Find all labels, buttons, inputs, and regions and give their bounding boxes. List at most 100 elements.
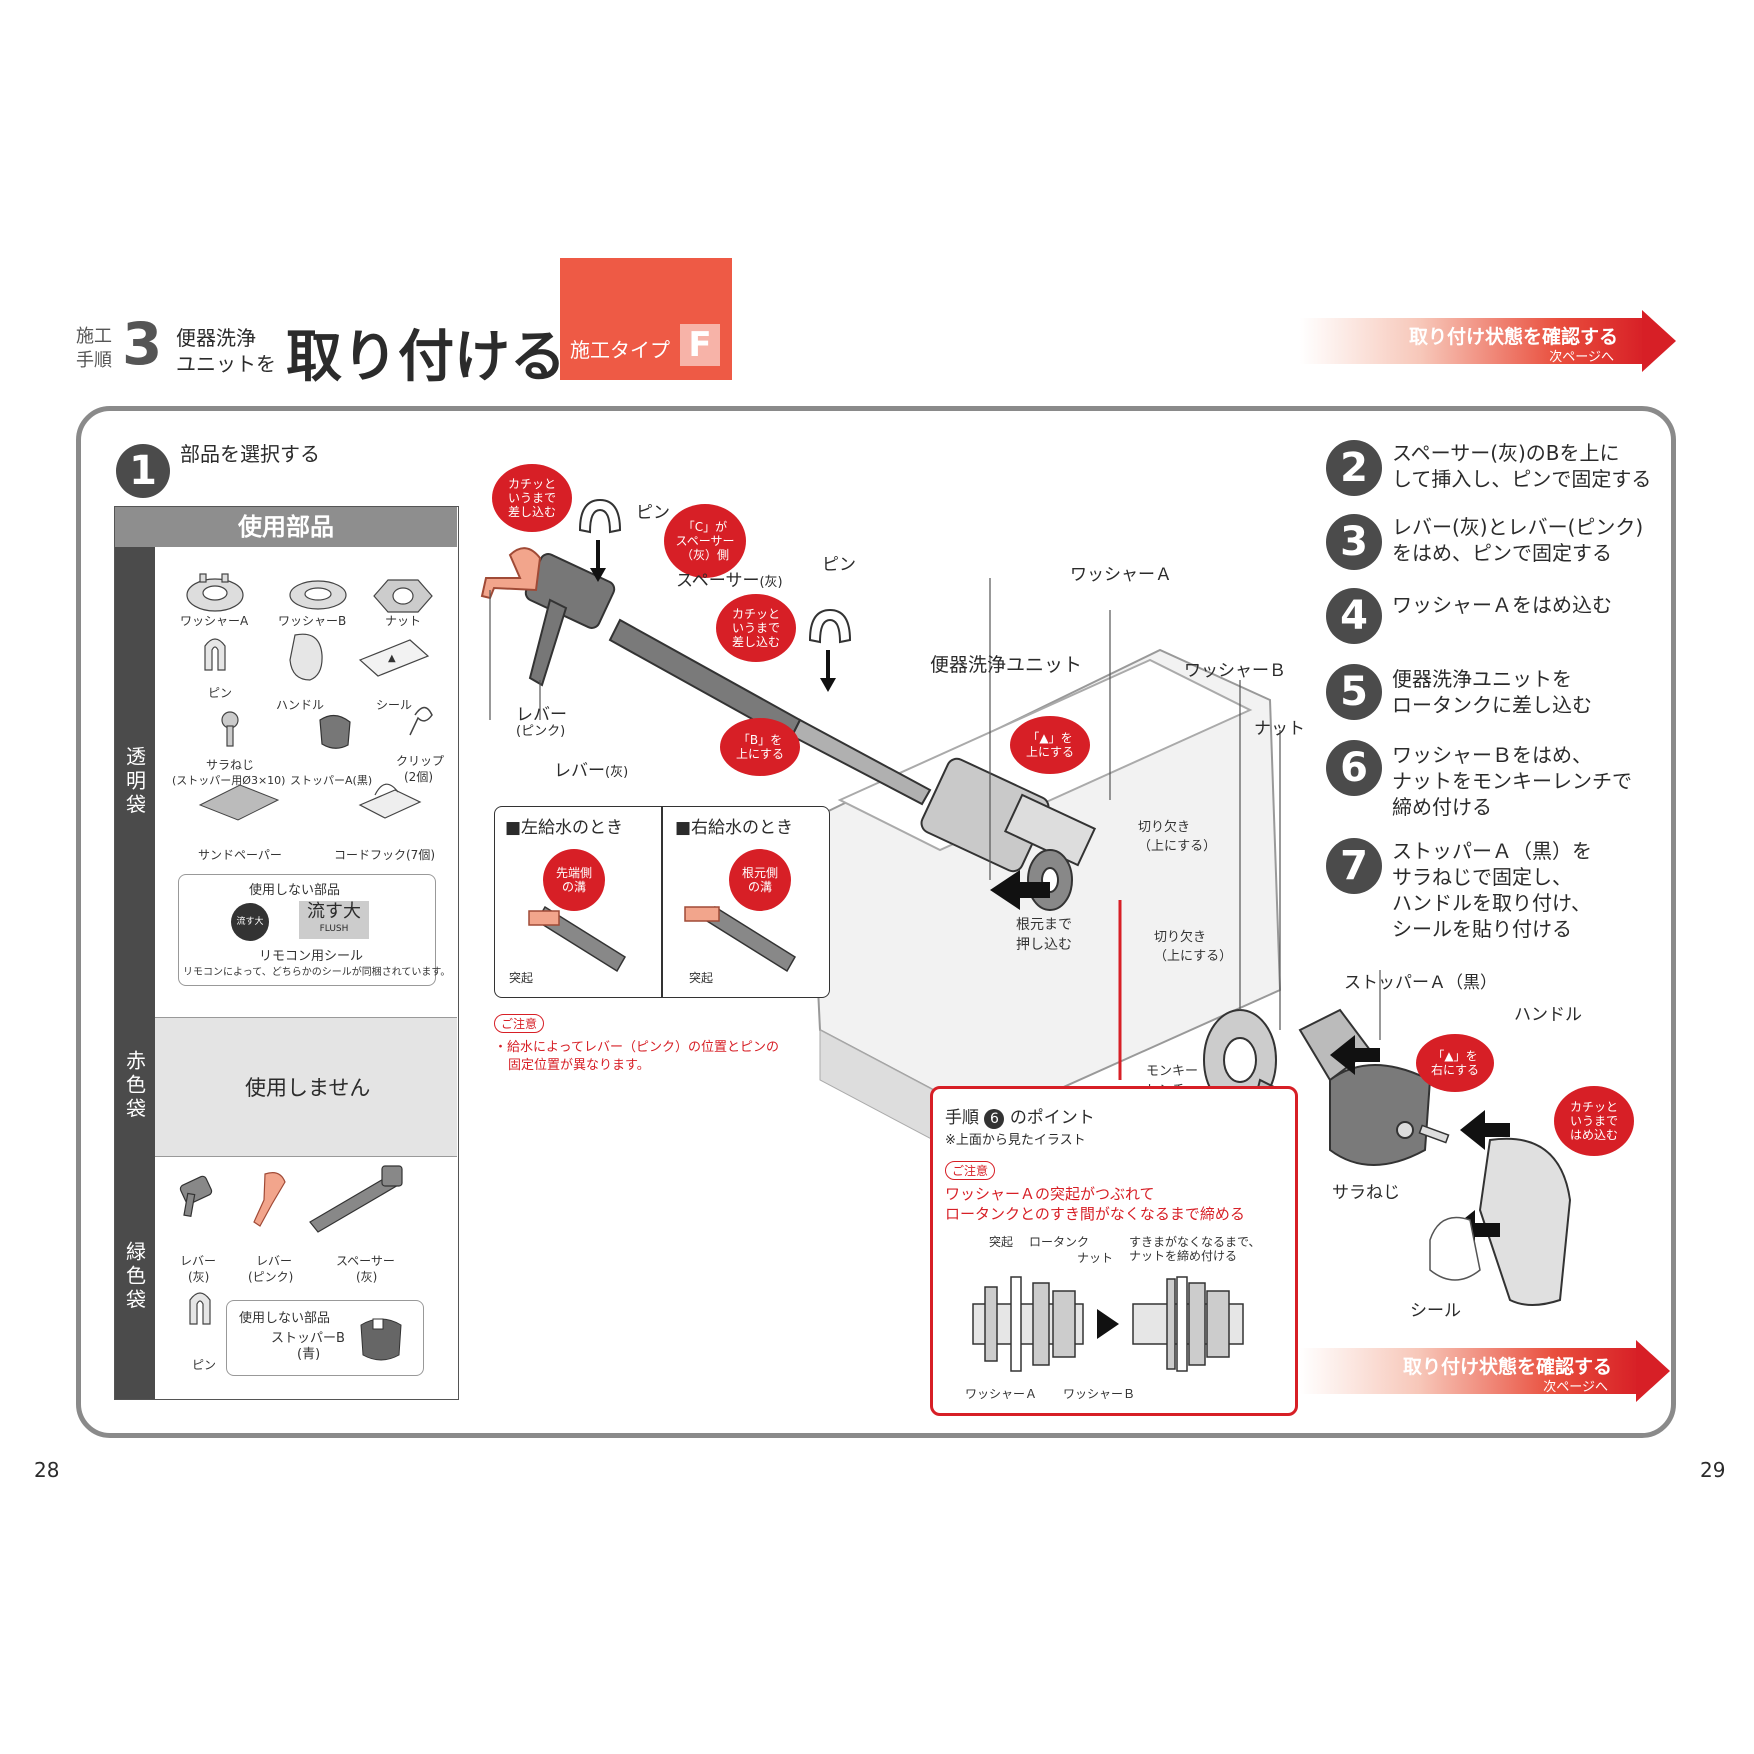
remote-seal-badge-rect: 流す大 FLUSH <box>299 901 369 939</box>
next-page-banner-bottom[interactable]: 取り付け状態を確認する 次ページへ <box>1300 1340 1670 1402</box>
green-label-spacer-sub: (灰) <box>356 1270 378 1284</box>
point-title-num: 6 <box>984 1109 1005 1129</box>
point-lbl-tank: ロータンク <box>1029 1235 1090 1249</box>
bubble-triangle-right: 「▲」を右にする <box>1416 1034 1494 1092</box>
lever-pink <box>480 547 542 600</box>
page-number-left: 28 <box>34 1458 60 1482</box>
pin-green-icon <box>189 1292 211 1325</box>
green-label-lever-pink: レバー <box>256 1254 293 1268</box>
bubble-b-up: 「B」を上にする <box>720 718 800 776</box>
point-note: ※上面から見たイラスト <box>945 1133 1086 1148</box>
lever-gray-icon <box>179 1175 213 1218</box>
point-lbl-tight-2: ナットを締め付ける <box>1129 1249 1238 1263</box>
label-push-to-base: 根元まで押し込む <box>1016 917 1072 953</box>
bubble-click-fit: カチッというまではめ込む <box>1554 1086 1634 1156</box>
step-6-text: ワッシャーＢをはめ、ナットをモンキーレンチで締め付ける <box>1392 743 1632 819</box>
step-7-text: ストッパーＡ（黒）をサラねじで固定し、ハンドルを取り付け、シールを貼り付ける <box>1392 839 1592 941</box>
pin-icon <box>204 638 226 671</box>
lever-pink-icon <box>253 1172 286 1227</box>
bubble-tip-groove: 先端側の溝 <box>543 849 605 911</box>
part-label-washer-a: ワッシャーA <box>180 614 249 628</box>
banner-sub: 次ページへ <box>1549 350 1614 365</box>
label-washer-a: ワッシャーＡ <box>1070 565 1172 585</box>
step-label-1: 施工 <box>76 326 112 347</box>
step-1-text: 部品を選択する <box>180 442 320 466</box>
remote-seal-note: リモコンによって、どちらかのシールが同梱されています。 <box>183 967 451 978</box>
stopper-b-icon <box>360 1318 402 1361</box>
cord-hook-icon <box>358 783 422 819</box>
construction-type-badge: 施工タイプ F <box>560 258 732 380</box>
badge-round-text: 流す大 <box>236 917 264 927</box>
point-lbl-washer-a: ワッシャーＡ <box>965 1387 1038 1401</box>
label-spacer: スペーサー(灰) <box>676 571 783 591</box>
green-label-lever-pink-sub: (ピンク) <box>248 1270 294 1284</box>
supply-illustrations <box>528 905 797 973</box>
part-label-screw-sub: (ストッパー用Ø3×10) <box>172 774 286 787</box>
seal <box>1429 1216 1481 1281</box>
handle-arrow <box>1460 1110 1510 1150</box>
label-lever-pink: レバー <box>516 705 567 725</box>
screw <box>1418 1124 1450 1144</box>
screw-icon <box>221 711 239 747</box>
protrusion-right: 突起 <box>689 971 714 985</box>
stopper-arrow <box>1330 1035 1380 1075</box>
caution-text-2: 固定位置が異なります。 <box>508 1058 650 1073</box>
washer-b-icon <box>289 580 347 610</box>
seal-icon: ▲ <box>358 639 430 677</box>
unused-title: 使用しない部品 <box>249 883 341 898</box>
label-toilet-unit: 便器洗浄ユニット <box>930 654 1083 676</box>
pin-top <box>578 498 622 534</box>
label-handle: ハンドル <box>1514 1005 1582 1025</box>
point-caution-1: ワッシャーＡの突起がつぶれて <box>945 1185 1155 1203</box>
bubble-triangle-up: 「▲」を上にする <box>1010 716 1090 774</box>
part-label-handle: ハンドル <box>276 698 325 712</box>
part-label-nut: ナット <box>385 614 422 628</box>
green-label-spacer: スペーサー <box>336 1254 395 1268</box>
green-unused-item: ストッパーB <box>271 1331 345 1346</box>
label-lever-pink-sub: (ピンク) <box>516 724 566 739</box>
right-supply-title: ■右給水のとき <box>675 818 794 838</box>
step-3-number: 3 <box>1326 514 1382 570</box>
part-label-seal: シール <box>376 698 413 712</box>
point-cross-section <box>972 1276 1244 1372</box>
step-4-text: ワッシャーＡをはめ込む <box>1392 593 1612 617</box>
label-pin-1: ピン <box>636 503 670 523</box>
label-washer-b: ワッシャーＢ <box>1184 661 1286 681</box>
stopper-a-icon <box>319 714 351 749</box>
step-number: 3 <box>122 310 163 378</box>
sandpaper-icon <box>198 784 280 821</box>
green-label-lever-gray: レバー <box>180 1254 217 1268</box>
remote-seal-caption: リモコン用シール <box>259 949 364 964</box>
clear-bag-illustrations: ▲ <box>186 573 433 821</box>
spacer-icon <box>309 1165 403 1233</box>
green-label-pin: ピン <box>192 1358 217 1372</box>
remote-seal-badge-round: 流す大 <box>231 903 269 941</box>
clear-bag-unused-box: 使用しない部品 流す大 流す大 FLUSH リモコン用シール リモコンによって、… <box>178 874 450 986</box>
green-bag-illustrations <box>179 1165 403 1325</box>
caution-text-1: ・給水によってレバー（ピンク）の位置とピンの <box>494 1040 779 1055</box>
header: 施工 手順 3 便器洗浄 ユニットを 取り付ける <box>76 310 776 390</box>
bubble-c-side: 「C」がスペーサー（灰）側 <box>664 504 746 578</box>
point-lbl-protrusion: 突起 <box>989 1235 1014 1249</box>
red-bag-row <box>155 1017 457 1157</box>
svg-text:▲: ▲ <box>388 653 396 664</box>
badge-rect-sub: FLUSH <box>319 924 349 934</box>
clip-icon <box>409 706 433 736</box>
point-caution-tag: ご注意 <box>945 1161 996 1180</box>
caution-tag-left: ご注意 <box>494 1014 545 1033</box>
part-label-cord-hook: コードフック(7個) <box>334 848 435 862</box>
point-caution-2: ロータンクとのすき間がなくなるまで締める <box>945 1205 1245 1223</box>
bubble-click-insert-2: カチッというまで差し込む <box>716 594 796 662</box>
step-2-text: スペーサー(灰)のBを上にして挿入し、ピンで固定する <box>1392 441 1652 491</box>
content-frame <box>76 406 1676 1438</box>
handle-icon <box>289 633 323 681</box>
part-label-washer-b: ワッシャーB <box>278 614 347 628</box>
next-page-banner-top[interactable]: 取り付け状態を確認する 次ページへ <box>1300 310 1676 372</box>
step-6-number: 6 <box>1326 740 1382 796</box>
label-notch-2: 切り欠き（上にする） <box>1154 930 1233 964</box>
point-lbl-washer-b: ワッシャーＢ <box>1063 1387 1136 1401</box>
label-lever-gray: レバー(灰) <box>554 761 629 781</box>
green-bag-label: 緑色袋 <box>115 1155 155 1399</box>
red-bag-text: 使用しません <box>245 1076 371 1100</box>
bubble-base-groove: 根元側の溝 <box>729 849 791 911</box>
